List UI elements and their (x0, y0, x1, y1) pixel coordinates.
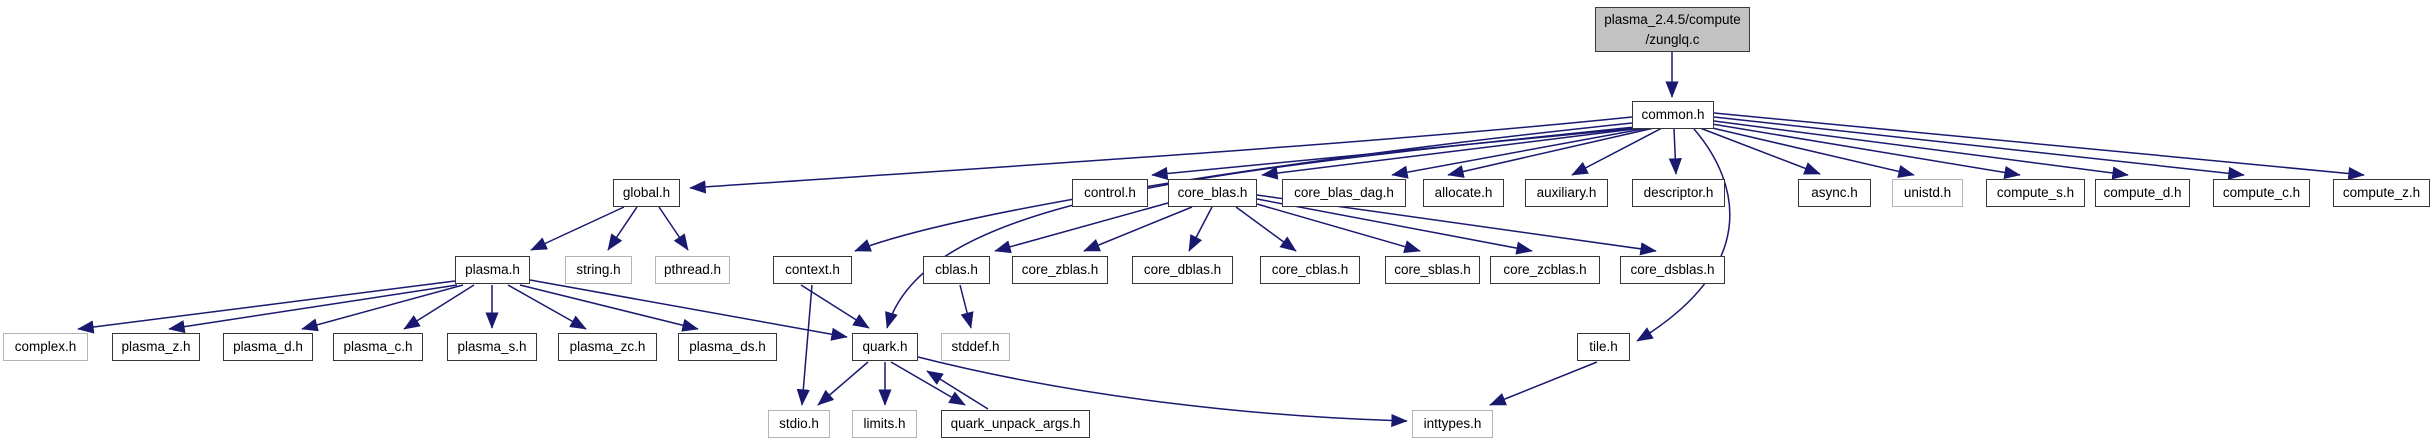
node-allocate[interactable]: allocate.h (1423, 179, 1504, 207)
node-compute_c[interactable]: compute_c.h (2213, 179, 2310, 207)
edge-common-to-descriptor (1668, 128, 1682, 175)
node-zunglq: plasma_2.4.5/compute /zunglq.c (1595, 7, 1750, 52)
node-core_zcblas[interactable]: core_zcblas.h (1490, 256, 1600, 284)
edge-common-to-compute_d (1713, 120, 2129, 180)
edge-global-to-string (607, 206, 638, 251)
node-plasma_z[interactable]: plasma_z.h (112, 333, 200, 361)
node-core_cblas[interactable]: core_cblas.h (1260, 256, 1360, 284)
edge-core_blas-to-cblas (994, 202, 1169, 254)
node-core_dsblas[interactable]: core_dsblas.h (1620, 256, 1725, 284)
node-stdio: stdio.h (768, 410, 830, 438)
node-async[interactable]: async.h (1798, 179, 1871, 207)
edge-common-to-core_blas (1261, 127, 1643, 180)
edge-plasma-to-plasma_d (301, 284, 464, 332)
edge-plasma-to-plasma_z (168, 284, 458, 334)
edge-plasma-to-quark (529, 279, 848, 341)
node-plasma_s[interactable]: plasma_s.h (447, 333, 537, 361)
node-complex: complex.h (3, 333, 88, 361)
node-core_sblas[interactable]: core_sblas.h (1385, 256, 1480, 284)
edge-common-to-global (689, 116, 1633, 194)
node-compute_d[interactable]: compute_d.h (2095, 179, 2190, 207)
edge-quark-to-stdio (817, 361, 869, 406)
node-compute_s[interactable]: compute_s.h (1986, 179, 2085, 207)
edge-common-to-tile (1636, 128, 1731, 342)
node-plasma_c[interactable]: plasma_c.h (333, 333, 423, 361)
node-plasma_d[interactable]: plasma_d.h (223, 333, 313, 361)
node-pthread: pthread.h (655, 256, 730, 284)
node-stddef: stddef.h (941, 333, 1010, 361)
edge-core_blas-to-core_sblas (1256, 203, 1421, 253)
edge-context-to-stdio (796, 284, 813, 406)
node-inttypes: inttypes.h (1412, 410, 1493, 438)
node-limits: limits.h (852, 410, 917, 438)
edge-cblas-to-stddef (959, 284, 974, 329)
edge-core_blas-to-core_dblas (1188, 206, 1213, 252)
node-core_blas[interactable]: core_blas.h (1168, 179, 1257, 207)
edge-common-to-async (1699, 127, 1821, 175)
edge-tile-to-inttypes (1489, 361, 1598, 406)
node-auxiliary[interactable]: auxiliary.h (1525, 179, 1608, 207)
edge-plasma-to-plasma_zc (507, 284, 587, 330)
edge-common-to-compute_z (1713, 112, 2365, 181)
edge-global-to-pthread (658, 206, 689, 251)
edge-quark_unpack_args-to-quark (926, 370, 989, 410)
edge-common-to-unistd (1707, 126, 1915, 178)
node-context[interactable]: context.h (773, 256, 852, 284)
node-descriptor[interactable]: descriptor.h (1632, 179, 1725, 207)
node-unistd: unistd.h (1892, 179, 1963, 207)
node-quark_unpack_args[interactable]: quark_unpack_args.h (941, 410, 1090, 438)
node-common[interactable]: common.h (1632, 101, 1714, 129)
node-compute_z[interactable]: compute_z.h (2333, 179, 2430, 207)
edge-core_blas-to-core_zblas (1083, 206, 1193, 252)
edge-common-to-auxiliary (1571, 127, 1663, 176)
edge-common-to-compute_c (1713, 116, 2245, 180)
edge-common-to-control (1151, 127, 1639, 181)
edge-common-to-compute_s (1711, 123, 2021, 179)
edge-global-to-plasma (530, 206, 625, 251)
edge-common-to-quark (885, 126, 1636, 329)
node-core_dblas[interactable]: core_dblas.h (1132, 256, 1233, 284)
node-core_blas_dag[interactable]: core_blas_dag.h (1282, 179, 1406, 207)
node-plasma[interactable]: plasma.h (455, 256, 530, 284)
edge-context-to-quark (800, 284, 870, 329)
edge-plasma-to-plasma_ds (519, 284, 699, 332)
node-plasma_zc[interactable]: plasma_zc.h (558, 333, 657, 361)
edge-common-to-allocate (1447, 127, 1655, 178)
node-core_zblas[interactable]: core_zblas.h (1012, 256, 1108, 284)
edge-plasma-to-plasma_c (403, 284, 475, 330)
edge-quark-to-quark_unpack_args (890, 361, 966, 406)
edge-core_blas-to-core_cblas (1235, 206, 1297, 252)
node-plasma_ds[interactable]: plasma_ds.h (678, 333, 777, 361)
node-quark[interactable]: quark.h (852, 333, 918, 361)
node-cblas[interactable]: cblas.h (923, 256, 990, 284)
edge-common-to-core_blas_dag (1391, 127, 1649, 179)
node-control[interactable]: control.h (1072, 179, 1148, 207)
node-global[interactable]: global.h (613, 179, 680, 207)
node-tile[interactable]: tile.h (1577, 333, 1630, 361)
edge-plasma-to-complex (77, 280, 456, 334)
node-string: string.h (565, 256, 632, 284)
